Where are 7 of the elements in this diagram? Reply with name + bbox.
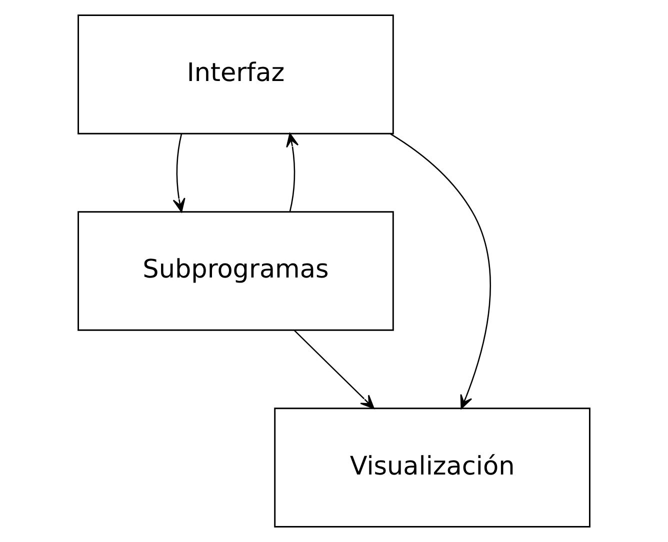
node-box: Visualización — [274, 408, 590, 528]
arrow — [390, 133, 491, 410]
arrow — [172, 133, 186, 212]
arrow — [294, 330, 374, 409]
node-box: Interfaz — [78, 14, 394, 134]
arrow — [286, 132, 299, 212]
node-box: Subprogramas — [78, 211, 394, 331]
